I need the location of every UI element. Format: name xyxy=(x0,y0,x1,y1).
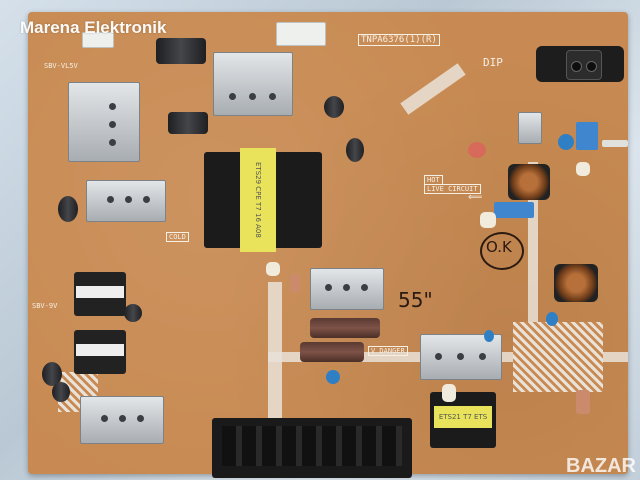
handwritten-size: 55" xyxy=(398,288,433,312)
fuse xyxy=(602,140,628,147)
ac-power-socket xyxy=(536,46,624,82)
thermistor xyxy=(576,162,590,176)
thermistor xyxy=(480,212,496,228)
output-transformer: ETS21 T7 ETS xyxy=(430,392,496,448)
socket-pin xyxy=(586,61,597,72)
electrolytic-capacitor xyxy=(156,38,206,64)
electrolytic-capacitor xyxy=(58,196,78,222)
electrolytic-capacitor xyxy=(42,362,62,386)
heatsink xyxy=(68,82,140,162)
pcb-trace xyxy=(528,162,538,362)
watermark-bottom: BAZAR xyxy=(566,455,636,477)
x-capacitor xyxy=(576,122,598,150)
watermark-top: Marena Elektronik xyxy=(20,18,167,37)
board-connector xyxy=(82,32,114,48)
small-transformer xyxy=(74,330,126,374)
cold-label: COLD xyxy=(166,232,189,242)
thermistor xyxy=(442,384,456,402)
transformer-label xyxy=(76,286,124,298)
heatsink xyxy=(310,268,384,310)
pcb-trace xyxy=(268,282,282,462)
emi-filter-coil xyxy=(554,264,598,302)
output-capacitor xyxy=(300,342,364,362)
dip-arrow: ⟸ xyxy=(468,192,483,203)
heatsink xyxy=(80,396,164,444)
main-transformer: ETS29 CPE T7 16 A08 xyxy=(204,148,322,252)
x-capacitor xyxy=(494,202,534,218)
socket-pin xyxy=(571,61,582,72)
ceramic-capacitor xyxy=(484,330,494,342)
isolation-area xyxy=(513,322,603,392)
emi-filter-coil xyxy=(508,164,550,200)
part-number-label: TNPA6376(1)(R) xyxy=(358,34,440,46)
small-transformer xyxy=(74,272,126,316)
ceramic-capacitor xyxy=(558,134,574,150)
heatsink xyxy=(213,52,293,116)
film-capacitor xyxy=(576,390,590,414)
socket-inner xyxy=(566,50,602,80)
electrolytic-capacitor xyxy=(168,112,208,134)
voltage-label: SBV-VL5V xyxy=(44,62,78,70)
electrolytic-capacitor xyxy=(124,304,142,322)
ceramic-capacitor xyxy=(546,312,558,326)
dip-label: DIP xyxy=(483,56,503,69)
heatsink xyxy=(86,180,166,222)
circuit-board: ETS29 CPE T7 16 A08 ETS21 T7 ETS xyxy=(28,12,628,478)
electrolytic-capacitor xyxy=(346,138,364,162)
varistor xyxy=(468,142,486,158)
electrolytic-capacitor xyxy=(52,382,70,402)
film-capacitor xyxy=(290,274,300,292)
ceramic-capacitor xyxy=(326,370,340,384)
thermistor xyxy=(266,262,280,276)
transformer-label: ETS29 CPE T7 16 A08 xyxy=(240,148,276,252)
transformer-label xyxy=(76,344,124,356)
main-output-connector xyxy=(212,418,412,478)
handwritten-circle xyxy=(480,232,524,270)
danger-label: V DANGER xyxy=(368,346,408,356)
voltage-label: SBV-9V xyxy=(32,302,58,310)
bridge-rectifier xyxy=(518,112,542,144)
live-circuit-label: LIVE CIRCUIT xyxy=(424,184,481,194)
electrolytic-capacitor xyxy=(324,96,344,118)
transformer-label: ETS21 T7 ETS xyxy=(434,406,492,428)
handwritten-ok: O.K xyxy=(486,238,512,256)
board-connector xyxy=(276,22,326,46)
output-capacitor xyxy=(310,318,380,338)
